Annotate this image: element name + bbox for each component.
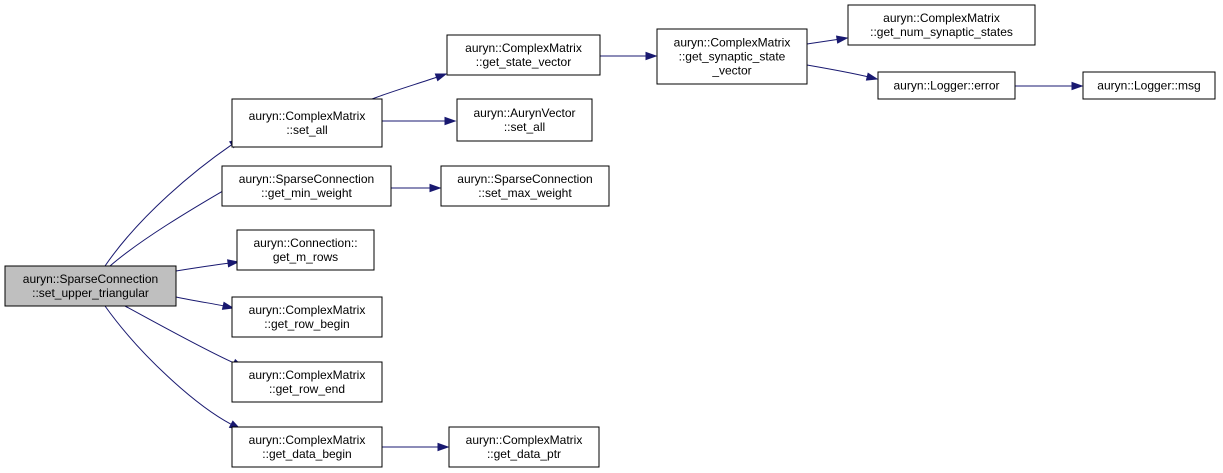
node-box [1082,71,1216,100]
edge-arrowhead [434,73,448,82]
edge-cm-set-all-to-av-set-all [381,116,457,126]
node-box [221,165,392,207]
edge-line [175,296,224,307]
node-label-line: ::get_data_ptr [487,447,561,461]
edge-cm-set-all-to-cm-get-state-vector [371,73,448,100]
node-label-line: ::get_num_synaptic_states [870,25,1013,39]
edge-arrowhead [444,116,457,126]
edge-cm-get-data-begin-to-cm-get-data-ptr [382,442,450,452]
node-logger-error[interactable]: auryn::Logger::error [877,71,1016,100]
node-sc-set-max-weight[interactable]: auryn::SparseConnection::set_max_weight [440,165,610,207]
edge-line [806,39,838,45]
node-conn-get-m-rows[interactable]: auryn::Connection::get_m_rows [236,229,375,271]
node-label-line: ::get_data_begin [262,447,351,461]
node-box [847,4,1036,46]
node-label-line: ::get_state_vector [476,55,571,69]
edge-logger-error-to-logger-msg [1014,81,1084,91]
node-set-upper-triangular[interactable]: auryn::SparseConnection::set_upper_trian… [4,265,177,307]
edge-set-upper-triangular-to-sc-get-min-weight [109,180,242,267]
node-box [456,98,593,142]
node-label-line: ::get_synaptic_state [679,50,786,64]
node-box [440,165,610,207]
node-label-line: auryn::ComplexMatrix [249,303,366,317]
node-cm-get-data-ptr[interactable]: auryn::ComplexMatrix::get_data_ptr [448,426,600,468]
node-label-line: auryn::AurynVector [473,106,575,120]
node-label-line: auryn::Logger::msg [1097,79,1200,93]
edge-line [806,64,868,78]
node-cm-get-row-end[interactable]: auryn::ComplexMatrix::get_row_end [231,361,383,403]
edge-line [109,185,232,267]
edge-set-upper-triangular-to-cm-get-row-end [124,305,245,368]
node-label-line: auryn::SparseConnection [239,172,374,186]
node-label-line: get_m_rows [273,250,338,264]
edge-line [371,76,437,100]
node-label-line: auryn::ComplexMatrix [883,11,1000,25]
node-box [231,426,383,468]
node-cm-get-num-synaptic-states[interactable]: auryn::ComplexMatrix::get_num_synaptic_s… [847,4,1036,46]
node-box [231,296,383,338]
node-label-line: auryn::Logger::error [893,79,999,93]
edge-set-upper-triangular-to-cm-get-data-begin [104,305,242,430]
node-box [656,28,808,85]
nodes-layer: auryn::SparseConnection::set_upper_trian… [4,4,1216,468]
node-label-line: auryn::ComplexMatrix [674,36,791,50]
node-av-set-all[interactable]: auryn::AurynVector::set_all [456,98,593,142]
edge-arrowhead [865,72,879,81]
edge-arrowhead [227,259,240,268]
edge-arrowhead [429,183,442,193]
edge-cm-get-synaptic-state-vector-to-logger-error [806,64,879,81]
node-box [446,34,601,76]
node-box [448,426,600,468]
node-label-line: ::set_max_weight [478,186,572,200]
edge-arrowhead [221,301,235,310]
node-label-line: ::set_upper_triangular [32,286,149,300]
edge-line [175,262,229,272]
node-label-line: auryn::SparseConnection [23,272,158,286]
node-cm-get-data-begin[interactable]: auryn::ComplexMatrix::get_data_begin [231,426,383,468]
node-label-line: auryn::ComplexMatrix [249,109,366,123]
node-label-line: ::set_all [504,120,545,134]
node-label-line: auryn::ComplexMatrix [249,368,366,382]
node-label-line: ::get_min_weight [261,186,352,200]
edge-set-upper-triangular-to-cm-get-row-begin [175,296,235,310]
edge-cm-get-state-vector-to-cm-get-synaptic-state-vector [600,51,658,61]
node-label-line: auryn::ComplexMatrix [466,433,583,447]
node-label-line: auryn::SparseConnection [457,172,592,186]
node-box [236,229,375,271]
node-label-line: ::get_row_begin [264,317,349,331]
node-label-line: auryn::Connection:: [253,236,357,250]
edge-arrowhead [835,35,849,44]
edge-sc-get-min-weight-to-sc-set-max-weight [391,183,442,193]
node-box [877,71,1016,100]
edge-set-upper-triangular-to-cm-set-all [104,138,242,267]
edge-arrowhead [437,442,450,452]
edge-arrowhead [645,51,658,61]
node-cm-get-row-begin[interactable]: auryn::ComplexMatrix::get_row_begin [231,296,383,338]
node-sc-get-min-weight[interactable]: auryn::SparseConnection::get_min_weight [221,165,392,207]
node-cm-set-all[interactable]: auryn::ComplexMatrix::set_all [231,98,383,148]
edge-line [124,305,235,364]
node-logger-msg[interactable]: auryn::Logger::msg [1082,71,1216,100]
node-cm-get-state-vector[interactable]: auryn::ComplexMatrix::get_state_vector [446,34,601,76]
node-box [4,265,177,307]
node-label-line: ::set_all [286,123,327,137]
node-box [231,98,383,148]
edge-cm-get-synaptic-state-vector-to-cm-get-num-synaptic-states [806,35,849,45]
node-label-line: auryn::ComplexMatrix [249,433,366,447]
node-label-line: auryn::ComplexMatrix [465,41,582,55]
node-cm-get-synaptic-state-vector[interactable]: auryn::ComplexMatrix::get_synaptic_state… [656,28,808,85]
edge-set-upper-triangular-to-conn-get-m-rows [175,259,240,272]
node-box [231,361,383,403]
node-label-line: ::get_row_end [269,382,345,396]
edge-line [104,305,232,425]
edge-arrowhead [1071,81,1084,91]
node-label-line: _vector [711,64,751,78]
edge-line [104,144,233,267]
